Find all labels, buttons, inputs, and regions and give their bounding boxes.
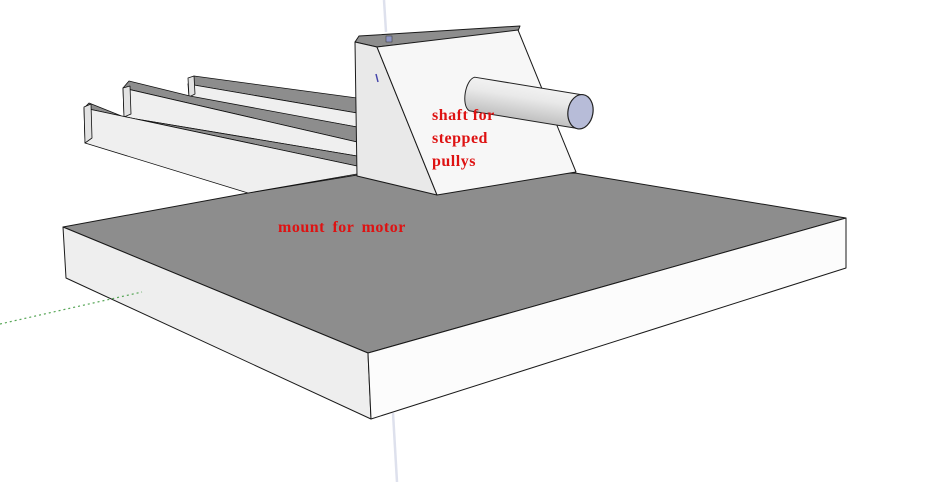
blue-axis-line-top bbox=[382, 0, 388, 33]
wedge-top-marker bbox=[385, 35, 393, 43]
step1-end-face[interactable] bbox=[83, 103, 93, 144]
plate-right-face[interactable] bbox=[367, 217, 847, 420]
shaft-label-line-3: pullys bbox=[432, 153, 476, 170]
shaft-label-line-2: stepped bbox=[432, 130, 488, 147]
wedge-front-face[interactable] bbox=[376, 29, 577, 196]
step2-end-face[interactable] bbox=[122, 85, 132, 118]
wedge-edge-marker bbox=[375, 73, 379, 83]
motor-mount-label[interactable]: mount for motor bbox=[278, 219, 406, 236]
blue-axis-line-bottom bbox=[391, 412, 399, 482]
shaft-body[interactable] bbox=[463, 76, 584, 130]
shaft-label-line-1: shaft for bbox=[432, 107, 495, 124]
step3-end-face[interactable] bbox=[187, 75, 196, 98]
green-axis-line bbox=[0, 291, 143, 325]
shaft-end-cap[interactable] bbox=[565, 93, 595, 131]
shaft-pulley-label[interactable]: shaft for stepped pullys bbox=[432, 104, 495, 173]
